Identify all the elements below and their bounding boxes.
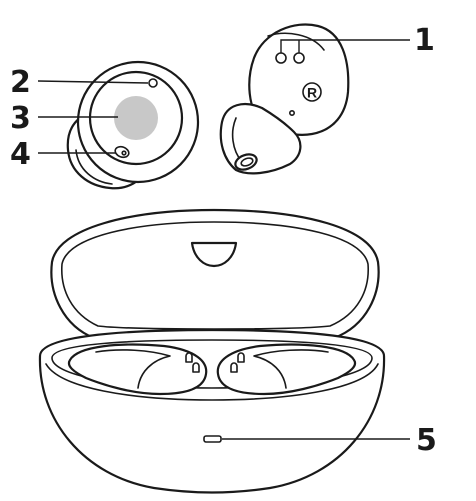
- callout-4: 4: [10, 137, 31, 172]
- right-earbud-cavity: [216, 343, 357, 396]
- callout-1: 1: [414, 23, 435, 58]
- leader-2: [37, 80, 149, 84]
- left-earbud-cavity: [67, 343, 208, 396]
- callout-labels: 1 2 3 4 5: [10, 23, 437, 458]
- sensor-dot: [148, 78, 158, 88]
- callout-3: 3: [10, 101, 31, 136]
- case-lid-notch: [190, 241, 238, 268]
- microphone-hole: [114, 145, 130, 159]
- leader-1: [280, 39, 410, 53]
- charging-case: [38, 208, 386, 494]
- indicator-light: [203, 435, 222, 443]
- r-mark-badge: R: [302, 82, 322, 102]
- r-mark: R: [307, 85, 317, 101]
- callout-leaders: [37, 39, 410, 440]
- touch-area: [114, 96, 158, 140]
- left-earbud: [66, 60, 200, 190]
- case-lid: [50, 208, 380, 343]
- callout-2: 2: [10, 65, 31, 100]
- callout-5: 5: [416, 423, 437, 458]
- case-lid-rim: [61, 221, 369, 330]
- left-cavity-pins: [185, 352, 200, 373]
- right-cavity-pins: [230, 352, 245, 373]
- right-earbud: R: [219, 23, 350, 175]
- earbud-hole-icon: [288, 110, 295, 117]
